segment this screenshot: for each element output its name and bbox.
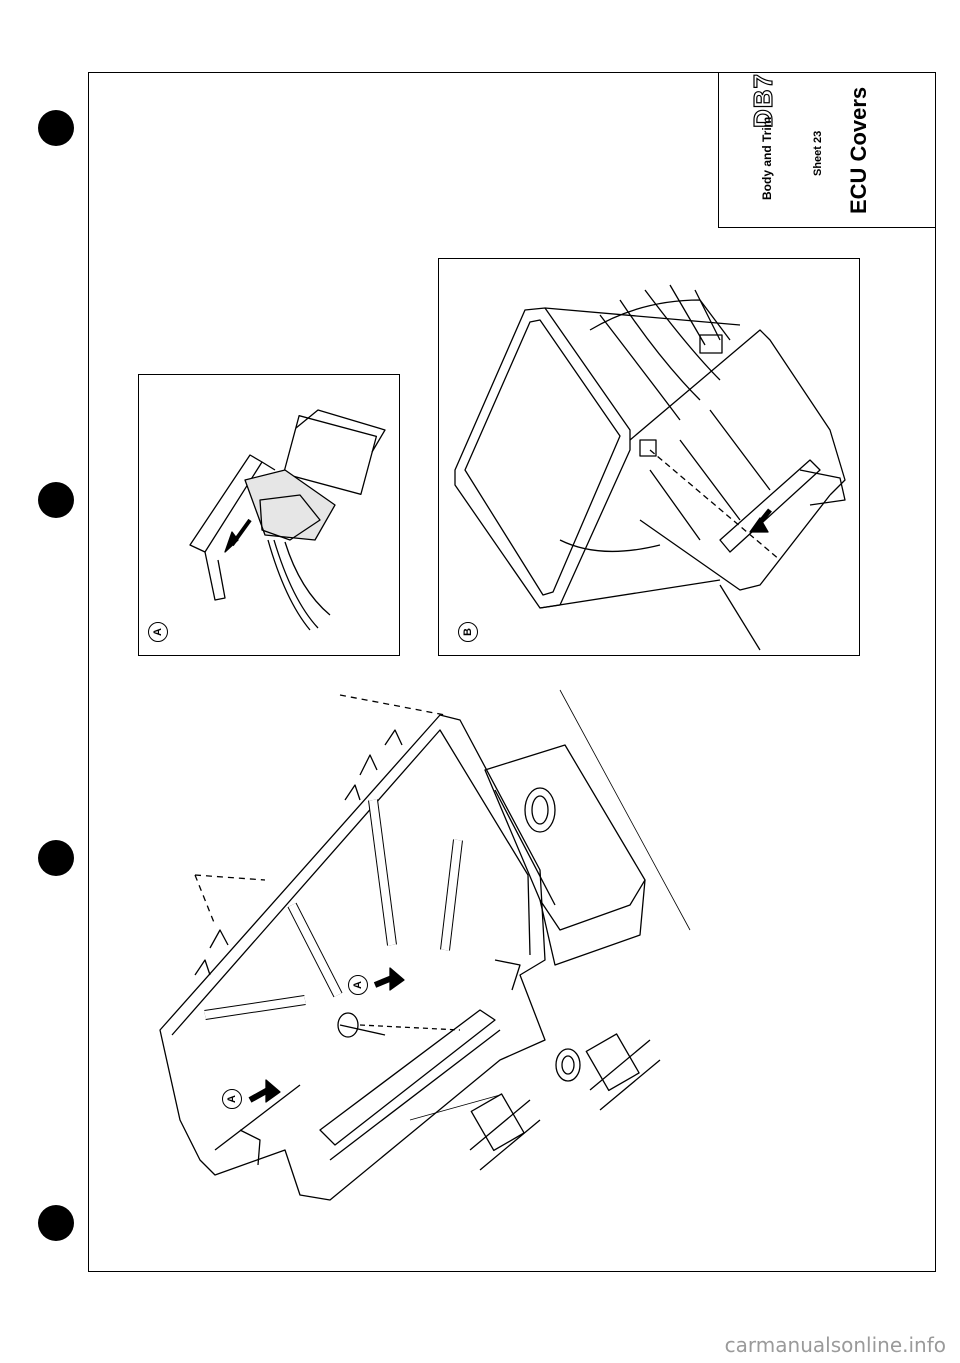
ecu-tray-illustration [454,284,846,651]
binder-hole-2 [38,482,74,518]
ecu-cover-exploded-view [159,689,691,1201]
sheet-border [88,72,936,1272]
connector-clip-illustration [189,409,386,631]
detail-panel-b [438,258,860,656]
main-callout-a-1: A [222,1089,242,1109]
panel-a-callout: A [148,622,168,642]
detail-panel-a [138,374,400,656]
binder-hole-3 [38,840,74,876]
title-block [718,72,936,228]
watermark: carmanualsonline.info [724,1333,946,1357]
main-callout-a-2: A [348,975,368,995]
binder-hole-4 [38,1205,74,1241]
panel-b-callout: B [458,622,478,642]
binder-hole-1 [38,110,74,146]
